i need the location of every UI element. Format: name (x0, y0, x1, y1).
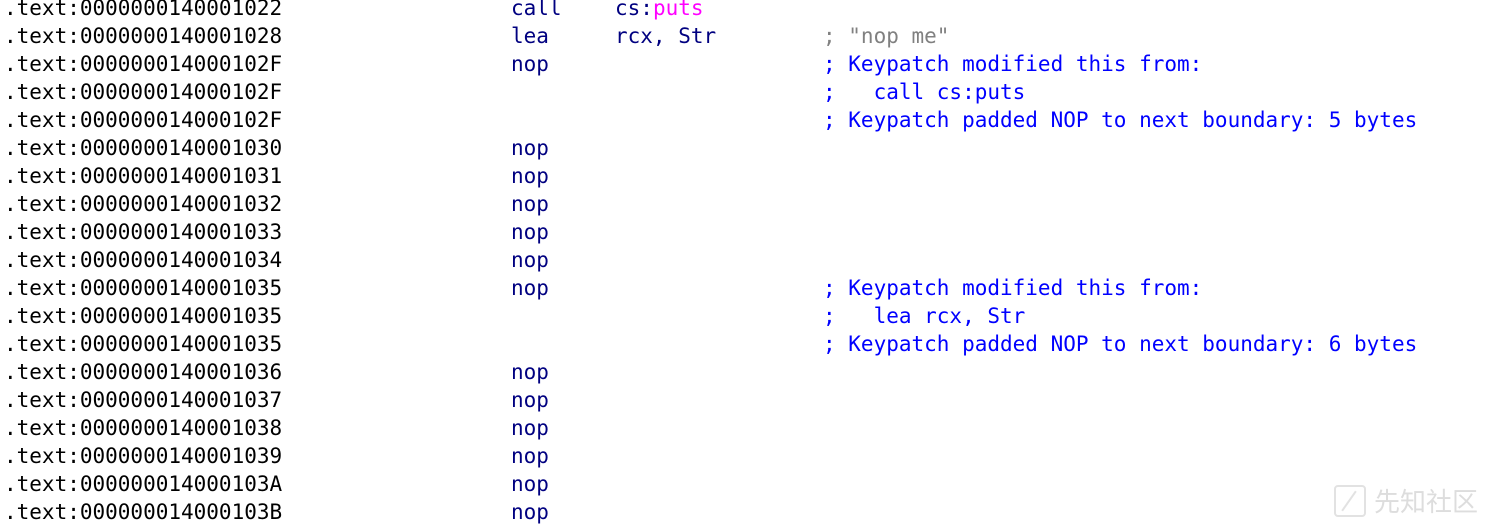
disasm-line[interactable]: .text:000000014000102F ; Keypatch padded … (0, 106, 1492, 134)
comment: ; Keypatch modified this from: (823, 52, 1203, 76)
disasm-line[interactable]: .text:0000000140001030 nop (0, 134, 1492, 162)
mnemonic[interactable]: nop (511, 360, 549, 384)
disasm-line[interactable]: .text:0000000140001034 nop (0, 246, 1492, 274)
address[interactable]: .text:0000000140001038 (4, 416, 283, 440)
address[interactable]: .text:0000000140001034 (4, 248, 283, 272)
mnemonic[interactable]: nop (511, 52, 549, 76)
address[interactable]: .text:000000014000103A (4, 472, 283, 496)
string-comment: ; "nop me" (823, 24, 950, 48)
operand-text: rcx, Str (615, 24, 717, 48)
mnemonic[interactable]: lea (511, 24, 549, 48)
address[interactable]: .text:0000000140001033 (4, 220, 283, 244)
mnemonic[interactable]: nop (511, 276, 549, 300)
disasm-line[interactable]: .text:0000000140001037 nop (0, 386, 1492, 414)
watermark: 先知社区 (1333, 482, 1478, 519)
disasm-line[interactable]: .text:000000014000103A nop (0, 470, 1492, 498)
disasm-line[interactable]: .text:0000000140001033 nop (0, 218, 1492, 246)
disasm-line[interactable]: .text:0000000140001028 lea rcx, Str ; "nop … (0, 22, 1492, 50)
mnemonic[interactable]: call (511, 0, 562, 20)
disasm-line[interactable]: .text:000000014000102F ; call cs:puts (0, 78, 1492, 106)
disasm-line[interactable]: .text:0000000140001032 nop (0, 190, 1492, 218)
disasm-line[interactable]: .text:0000000140001031 nop (0, 162, 1492, 190)
address[interactable]: .text:0000000140001037 (4, 388, 283, 412)
address[interactable]: .text:000000014000103B (4, 500, 283, 524)
comment: ; lea rcx, Str (823, 304, 1026, 328)
address[interactable]: .text:0000000140001028 (4, 24, 283, 48)
disasm-line[interactable]: .text:0000000140001035 nop ; Keypatch modi… (0, 274, 1492, 302)
watermark-text: 先知社区 (1373, 488, 1478, 518)
mnemonic[interactable]: nop (511, 164, 549, 188)
comment: ; call cs:puts (823, 80, 1026, 104)
operands[interactable]: rcx, Str (615, 22, 716, 50)
mnemonic[interactable]: nop (511, 416, 549, 440)
mnemonic[interactable]: nop (511, 444, 549, 468)
mnemonic[interactable]: nop (511, 192, 549, 216)
xianzhi-logo-icon (1333, 484, 1366, 517)
mnemonic[interactable]: nop (511, 500, 549, 524)
disasm-line[interactable]: .text:0000000140001035 ; Keypatch padded … (0, 330, 1492, 358)
comment: ; Keypatch modified this from: (823, 276, 1203, 300)
mnemonic[interactable]: nop (511, 248, 549, 272)
address[interactable]: .text:0000000140001035 (4, 304, 283, 328)
address[interactable]: .text:0000000140001035 (4, 276, 283, 300)
disasm-line[interactable]: .text:0000000140001039 nop (0, 442, 1492, 470)
mnemonic[interactable]: nop (511, 472, 549, 496)
comment: ; Keypatch padded NOP to next boundary: … (823, 332, 1418, 356)
disasm-line[interactable]: .text:0000000140001036 nop (0, 358, 1492, 386)
address[interactable]: .text:0000000140001030 (4, 136, 283, 160)
address[interactable]: .text:0000000140001035 (4, 332, 283, 356)
comment: ; Keypatch padded NOP to next boundary: … (823, 108, 1418, 132)
mnemonic[interactable]: nop (511, 220, 549, 244)
operand-symbol[interactable]: puts (652, 0, 704, 20)
disasm-line[interactable]: .text:000000014000102F nop ; Keypatch modi… (0, 50, 1492, 78)
address[interactable]: .text:0000000140001031 (4, 164, 283, 188)
operands[interactable]: cs:puts (615, 0, 704, 22)
disasm-line[interactable]: .text:0000000140001038 nop (0, 414, 1492, 442)
disasm-line[interactable]: .text:0000000140001022 call cs:puts (0, 0, 1492, 22)
address[interactable]: .text:000000014000102F (4, 108, 283, 132)
address[interactable]: .text:0000000140001032 (4, 192, 283, 216)
disasm-line[interactable]: .text:000000014000103B nop (0, 498, 1492, 526)
disasm-line[interactable]: .text:0000000140001035 ; lea rcx, Str (0, 302, 1492, 330)
address[interactable]: .text:000000014000102F (4, 52, 283, 76)
mnemonic[interactable]: nop (511, 388, 549, 412)
mnemonic[interactable]: nop (511, 136, 549, 160)
address[interactable]: .text:0000000140001039 (4, 444, 283, 468)
address[interactable]: .text:000000014000102F (4, 80, 283, 104)
address[interactable]: .text:0000000140001022 (4, 0, 283, 20)
address[interactable]: .text:0000000140001036 (4, 360, 283, 384)
operand-text: cs: (615, 0, 653, 20)
